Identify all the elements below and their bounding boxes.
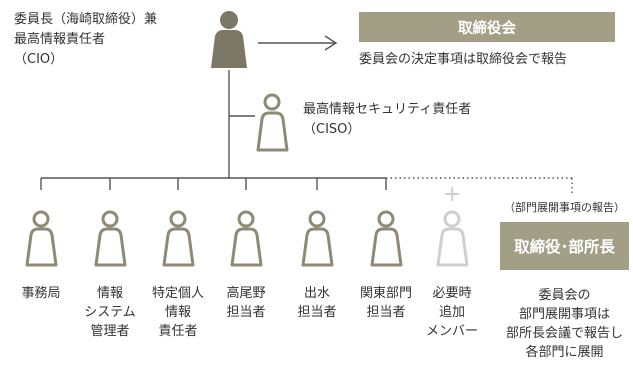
ciso-person-icon (256, 93, 289, 152)
member-label-line: 担当者 (226, 305, 266, 320)
board-box: 取締役会 (359, 12, 615, 42)
member-label-kanto: 関東部門 担当者 (347, 284, 425, 322)
ciso-label: 最高情報セキュリティ責任者 （CISO） (303, 100, 471, 140)
chairman-person-icon (211, 11, 247, 68)
arrow-to-board-head (324, 35, 338, 51)
plus-icon: + (443, 182, 462, 207)
member-person-icon (162, 210, 195, 267)
dept-heads-box: 取締役･部所長 (500, 222, 629, 270)
member-label-line: 高尾野 (226, 286, 266, 301)
member-person-icon (370, 210, 403, 267)
member-label-izumi: 出水 担当者 (278, 284, 356, 322)
member-person-icon (301, 210, 334, 267)
member-label-line: 追加 (438, 305, 465, 320)
dept-report-tag: （部門展開事項の報告） (504, 201, 625, 214)
dept-note-line: 部門展開事項は (518, 307, 610, 322)
member-person-icons (25, 210, 403, 267)
member-label-line: メンバー (425, 324, 478, 339)
ciso-label-line: 最高情報セキュリティ責任者 (303, 102, 472, 117)
member-label-personal-info: 特定個人 情報 責任者 (139, 284, 217, 341)
member-label-line: 担当者 (366, 305, 406, 320)
dept-note-line: 各部門に展開 (525, 345, 604, 360)
member-drop-lines (40, 178, 387, 190)
board-note: 委員会の決定事項は取締役会で報告 (359, 52, 568, 67)
member-label-line: 必要時 (432, 286, 472, 301)
member-label-line: 情報 (96, 286, 123, 301)
chairman-label-line: 委員長（海崎取締役）兼 (14, 12, 158, 27)
member-label-takaono: 高尾野 担当者 (207, 284, 285, 322)
member-label-line: 情報 (164, 305, 191, 320)
member-label-line: 責任者 (158, 324, 198, 339)
member-person-icon (230, 210, 263, 267)
member-label-it-admin: 情報 システム 管理者 (71, 284, 149, 341)
member-label-line: 特定個人 (151, 286, 204, 301)
chairman-label-line: 最高情報責任者 (14, 32, 106, 47)
member-label-line: 管理者 (90, 324, 130, 339)
member-person-icon (94, 210, 127, 267)
member-label-line: システム (84, 305, 136, 320)
chairman-label-line: （CIO） (14, 52, 64, 67)
dept-note-line: 部所長会議で報告し (505, 326, 623, 341)
dept-note: 委員会の 部門展開事項は 部所長会議で報告し 各部門に展開 (496, 286, 633, 362)
ciso-label-line: （CISO） (303, 122, 361, 137)
member-label-additional: 必要時 追加 メンバー (413, 284, 491, 341)
member-label-secretariat: 事務局 (2, 284, 80, 303)
member-label-line: 出水 (303, 286, 330, 301)
member-label-line: 関東部門 (359, 286, 412, 301)
dept-note-line: 委員会の (538, 288, 591, 303)
member-label-line: 担当者 (297, 305, 337, 320)
chairman-label: 委員長（海崎取締役）兼 最高情報責任者 （CIO） (14, 10, 157, 70)
optional-member-person-icon (436, 210, 469, 267)
member-label-line: 事務局 (21, 286, 61, 301)
member-person-icon (25, 210, 58, 267)
